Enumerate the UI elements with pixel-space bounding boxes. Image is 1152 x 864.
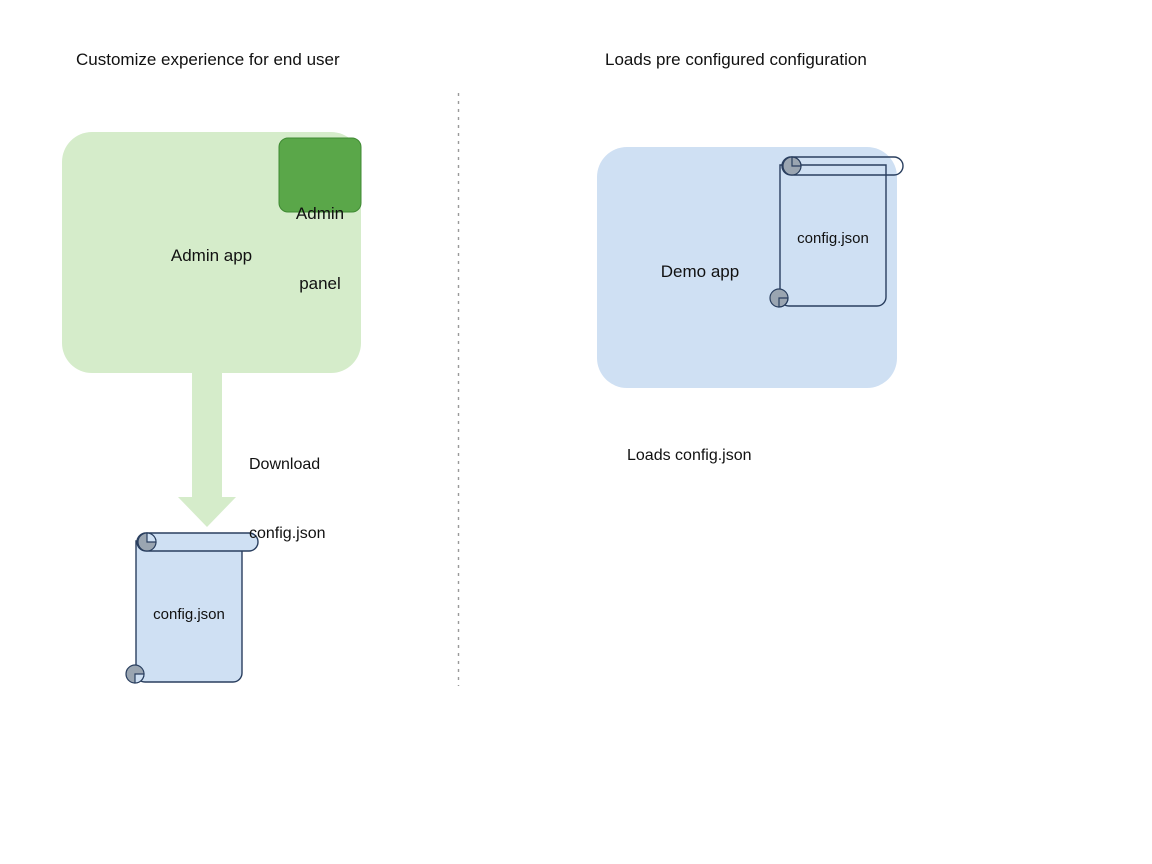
config-document-roll-slice-bottom — [134, 673, 145, 684]
download-arrow-shape — [178, 373, 236, 527]
demo-app-box-shape[interactable] — [597, 147, 897, 388]
config-document-overlay-roll-slice-top — [791, 156, 802, 167]
demo-app-label: Demo app — [660, 262, 740, 281]
admin-panel-label-line2: panel — [299, 274, 341, 294]
admin-panel-box-shape[interactable] — [278, 137, 362, 213]
download-arrow-label-line2: config.json — [249, 524, 326, 542]
left-panel-heading: Customize experience for end user — [76, 50, 340, 69]
config-document-label: config.json — [153, 606, 225, 623]
config-document-overlay-label: config.json — [797, 230, 869, 247]
download-arrow-label-line1: Download — [249, 456, 321, 474]
admin-panel-label-line1: Admin — [295, 203, 345, 223]
admin-panel-label: Admin panel — [279, 155, 361, 343]
download-arrow-label: Download config.json — [249, 409, 326, 591]
right-panel-heading: Loads pre configured configuration — [605, 50, 867, 69]
config-document-roll-slice-top — [146, 532, 157, 543]
config-document-top-roll — [136, 532, 259, 552]
admin-app-label: Admin app — [170, 246, 253, 265]
config-document-overlay-top-roll — [781, 156, 904, 176]
config-document-overlay-roll-slice-bottom — [778, 297, 789, 308]
loads-config-caption: Loads config.json — [627, 447, 752, 464]
